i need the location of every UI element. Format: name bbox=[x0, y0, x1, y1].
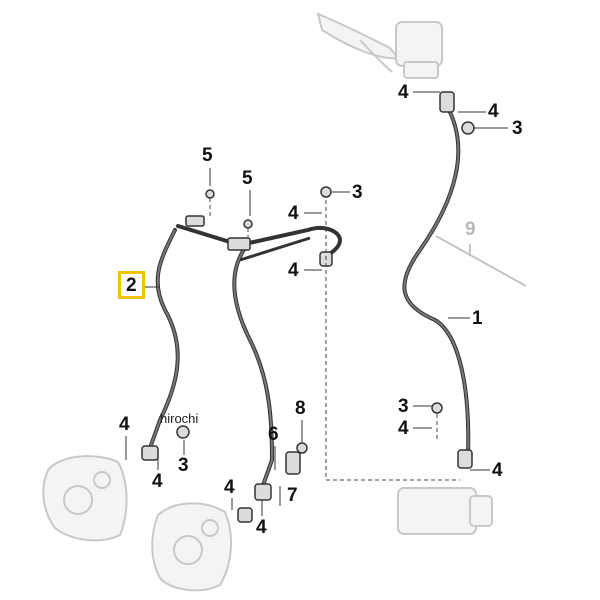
part-9-ghost bbox=[435, 235, 527, 287]
callout-4[interactable]: 4 bbox=[398, 418, 409, 439]
callout-4[interactable]: 4 bbox=[256, 517, 267, 538]
leader-lines bbox=[125, 91, 508, 516]
callout-4[interactable]: 4 bbox=[119, 414, 130, 435]
brake-hoses bbox=[148, 106, 471, 490]
abs-unit-ghost bbox=[397, 487, 493, 535]
fittings bbox=[141, 91, 475, 523]
hose-center bbox=[232, 246, 275, 490]
callout-3[interactable]: 3 bbox=[512, 118, 523, 139]
callout-4[interactable]: 4 bbox=[488, 101, 499, 122]
center-caliper-ghost bbox=[151, 502, 232, 592]
pipe-upper bbox=[176, 224, 343, 258]
callout-6[interactable]: 6 bbox=[268, 424, 279, 445]
callout-8[interactable]: 8 bbox=[295, 398, 306, 419]
callout-4[interactable]: 4 bbox=[224, 477, 235, 498]
watermark-text: hirochi bbox=[160, 411, 199, 426]
master-cylinder-ghost bbox=[316, 12, 443, 79]
callout-3[interactable]: 3 bbox=[352, 182, 363, 203]
pipe-lower bbox=[239, 236, 311, 262]
hose-highlights bbox=[149, 107, 470, 489]
callout-4[interactable]: 4 bbox=[492, 460, 503, 481]
callout-3[interactable]: 3 bbox=[398, 396, 409, 417]
left-caliper-ghost bbox=[42, 455, 128, 542]
callout-5[interactable]: 5 bbox=[202, 145, 213, 166]
callout-7[interactable]: 7 bbox=[287, 485, 298, 506]
callout-2-highlighted[interactable]: 2 bbox=[118, 271, 145, 299]
callout-4[interactable]: 4 bbox=[152, 471, 163, 492]
callout-1[interactable]: 1 bbox=[472, 308, 483, 329]
callout-5[interactable]: 5 bbox=[242, 168, 253, 189]
callout-3[interactable]: 3 bbox=[178, 455, 189, 476]
callout-4[interactable]: 4 bbox=[288, 203, 299, 224]
dashed-guides bbox=[209, 198, 460, 481]
callout-9[interactable]: 9 bbox=[465, 219, 476, 240]
callout-4[interactable]: 4 bbox=[288, 260, 299, 281]
callout-4[interactable]: 4 bbox=[398, 82, 409, 103]
